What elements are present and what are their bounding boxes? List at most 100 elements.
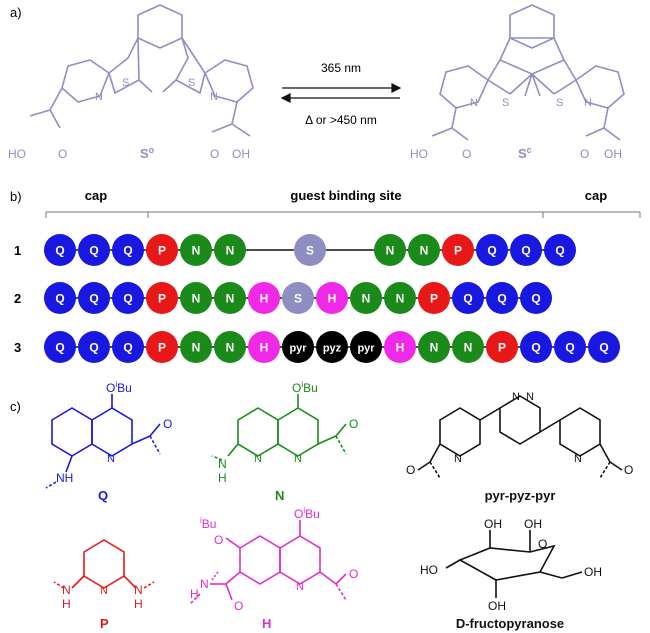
monomer-p xyxy=(146,282,178,314)
monomer-label: N xyxy=(226,341,235,355)
n-n2: N xyxy=(294,453,302,465)
monomer-label: N xyxy=(464,341,473,355)
fru-ho-left: HO xyxy=(420,563,438,577)
panel-label-a: a) xyxy=(10,5,22,20)
monomer-label: Q xyxy=(123,341,132,355)
monomer-q xyxy=(486,282,518,314)
monomer-q xyxy=(476,234,508,266)
reverse-label: Δ or >450 nm xyxy=(305,113,377,127)
monomer-q xyxy=(452,282,484,314)
monomer-label: Q xyxy=(521,244,530,258)
open-s-left: S xyxy=(122,77,129,89)
monomer-p xyxy=(146,331,178,363)
open-switch-structure xyxy=(29,4,254,137)
monomer-q xyxy=(112,234,144,266)
open-n-right: N xyxy=(210,91,218,103)
monomer-n xyxy=(384,282,416,314)
monomer-label: S xyxy=(294,292,302,306)
n-o-carbonyl: O xyxy=(349,417,358,431)
pyz-n1: N xyxy=(512,391,520,403)
monomer-q xyxy=(520,331,552,363)
pyr-o-left: O xyxy=(406,463,415,477)
h-nh: N xyxy=(200,577,209,591)
monomer-p xyxy=(418,282,450,314)
monomer-label: Q xyxy=(89,244,98,258)
monomer-label: N xyxy=(420,244,429,258)
monomer-label: N xyxy=(386,244,395,258)
monomer-n xyxy=(350,282,382,314)
monomer-label: pyz xyxy=(323,343,342,355)
header-cap-right: cap xyxy=(585,188,607,203)
monomer-label: Q xyxy=(55,341,64,355)
monomer-label: N xyxy=(430,341,439,355)
monomer-h xyxy=(316,282,348,314)
monomer-label: P xyxy=(158,341,166,355)
closed-n-right: N xyxy=(584,97,592,109)
header-cap-left: cap xyxy=(85,188,107,203)
n-nh: N xyxy=(218,457,227,471)
pyr-n-right: N xyxy=(574,453,582,465)
monomer-label: N xyxy=(396,292,405,306)
monomer-label: N xyxy=(226,292,235,306)
monomer-q xyxy=(78,282,110,314)
monomer-q xyxy=(510,234,542,266)
monomer-pyz xyxy=(316,331,348,363)
monomer-label: pyr xyxy=(357,343,375,355)
fru-oh-anomeric: OH xyxy=(524,517,542,531)
q-name: Q xyxy=(98,488,108,503)
pyr-n-left: N xyxy=(454,453,462,465)
monomer-label: P xyxy=(430,292,438,306)
monomer-q xyxy=(78,331,110,363)
monomer-q xyxy=(588,331,620,363)
closed-s-left: S xyxy=(502,97,509,109)
monomer-label: Q xyxy=(55,292,64,306)
p-n-right: N xyxy=(134,583,143,597)
monomer-q xyxy=(44,234,76,266)
fructopyranose-name: D-fructopyranose xyxy=(456,616,564,631)
monomer-label: N xyxy=(192,341,201,355)
fru-oh-bottom: OH xyxy=(488,599,506,613)
monomer-label: P xyxy=(454,244,462,258)
row-label-2: 2 xyxy=(14,291,21,306)
monomer-label: N xyxy=(226,244,235,258)
open-n-left: N xyxy=(95,91,103,103)
monomer-n xyxy=(214,282,246,314)
monomer-q xyxy=(44,331,76,363)
monomer-label: P xyxy=(498,341,506,355)
monomer-q xyxy=(112,282,144,314)
p-h-right: H xyxy=(134,597,143,611)
monomer-q xyxy=(544,234,576,266)
monomer-pyr xyxy=(282,331,314,363)
monomer-label: H xyxy=(328,292,337,306)
monomer-q xyxy=(44,282,76,314)
monomer-n xyxy=(214,331,246,363)
q-monomer-structure xyxy=(45,394,161,489)
panel-label-c: c) xyxy=(10,399,21,414)
monomer-label: pyr xyxy=(289,343,307,355)
panel-label-b: b) xyxy=(10,189,22,204)
fru-o-ring: O xyxy=(538,537,547,551)
monomer-n xyxy=(452,331,484,363)
monomer-label: Q xyxy=(89,341,98,355)
monomer-label: Q xyxy=(531,341,540,355)
n-h: H xyxy=(218,471,227,485)
monomer-n xyxy=(418,331,450,363)
open-oh: OH xyxy=(232,147,250,161)
fru-oh-ch2: OH xyxy=(584,565,602,579)
monomer-label: P xyxy=(158,292,166,306)
p-name: P xyxy=(100,616,109,631)
h-o-left: O xyxy=(214,533,223,547)
monomer-n xyxy=(180,234,212,266)
monomer-label: Q xyxy=(463,292,472,306)
closed-o-left: O xyxy=(462,147,471,161)
monomer-label: Q xyxy=(599,341,608,355)
monomer-n xyxy=(214,234,246,266)
monomer-label: H xyxy=(396,341,405,355)
h-n-ring: N xyxy=(296,581,304,593)
pyr-pyz-pyr-name: pyr-pyz-pyr xyxy=(485,488,556,503)
closed-switch-label: Sc xyxy=(518,145,532,161)
monomer-q xyxy=(112,331,144,363)
monomer-q xyxy=(78,234,110,266)
row-label-1: 1 xyxy=(14,243,21,258)
h-monomer-structure xyxy=(189,520,347,605)
